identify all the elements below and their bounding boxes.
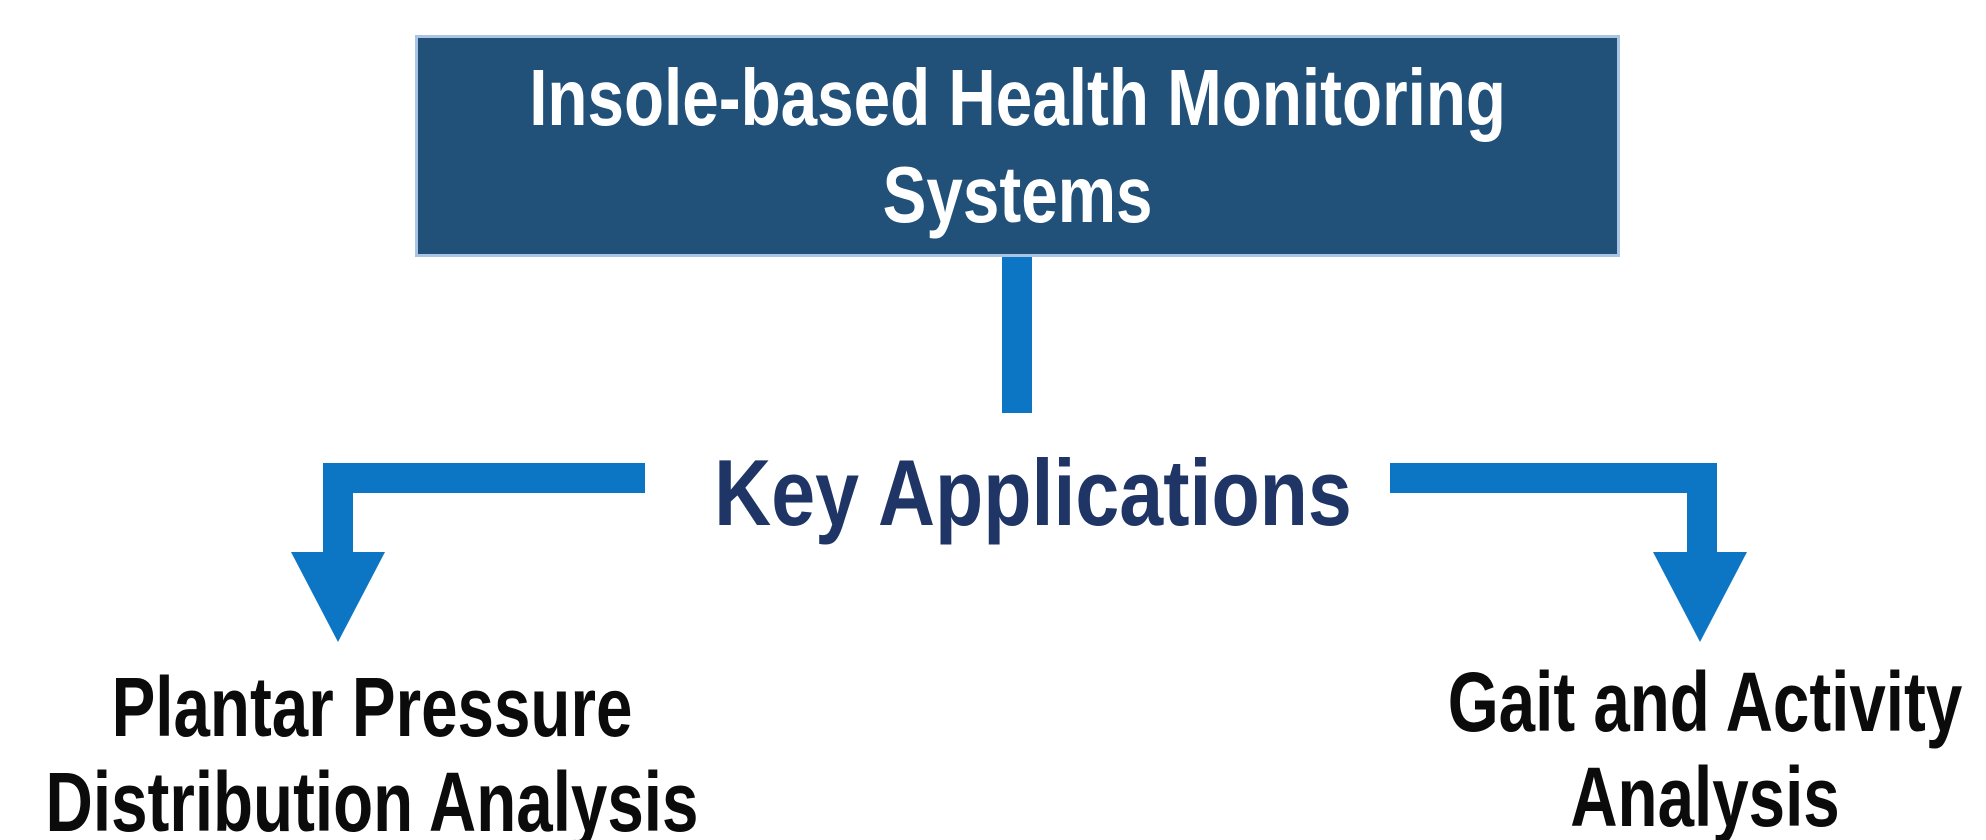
- branch-right-line1: Gait and Activity: [1447, 655, 1963, 749]
- branch-left-line1: Plantar Pressure: [111, 660, 633, 754]
- root-node-label-line2: Systems: [882, 150, 1153, 239]
- branch-label-gait-activity: Gait and Activity Analysis: [1315, 655, 1986, 840]
- branch-left-line2: Distribution Analysis: [45, 755, 699, 840]
- root-node-box: Insole-based Health Monitoring Systems: [415, 35, 1620, 257]
- connector-stem-top: [1002, 255, 1032, 413]
- branch-right-line2: Analysis: [1570, 750, 1840, 840]
- root-node-label-line1: Insole-based Health Monitoring: [529, 53, 1506, 142]
- root-node-label: Insole-based Health Monitoring Systems: [529, 49, 1506, 243]
- connector-elbow-left: [323, 463, 645, 553]
- branch-label-plantar-pressure: Plantar Pressure Distribution Analysis: [0, 660, 762, 840]
- arrowhead-left-icon: [291, 552, 385, 642]
- hub-label: Key Applications: [714, 440, 1352, 545]
- connector-elbow-right: [1390, 463, 1717, 553]
- arrowhead-right-icon: [1653, 552, 1747, 642]
